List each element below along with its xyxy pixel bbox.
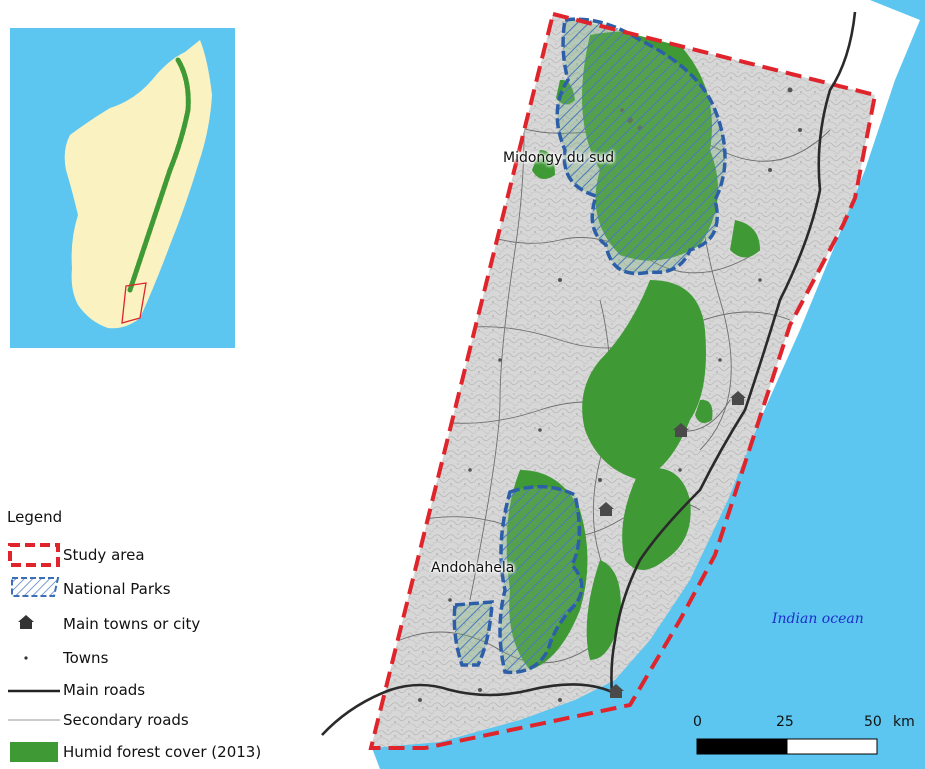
park-midongy [555, 17, 727, 276]
place-label-andohahela: Andohahela [431, 560, 515, 576]
scale-bar [696, 738, 878, 755]
inset-map [10, 28, 235, 348]
legend-item-secondary-roads: Secondary roads [63, 711, 189, 729]
legend-item-humid-forest: Humid forest cover (2013) [63, 743, 262, 761]
legend-humid-forest-symbol [10, 742, 58, 762]
legend-item-main-towns: Main towns or city [63, 615, 201, 633]
scale-tick-50: 50 [864, 714, 882, 730]
scale-tick-25: 25 [776, 714, 794, 730]
house-icon [730, 391, 746, 405]
ocean-label: Indian ocean [772, 611, 864, 627]
legend-national-parks-symbol [11, 577, 60, 597]
legend-item-study-area: Study area [63, 546, 145, 564]
main-roads [321, 11, 857, 736]
scale-tick-0: 0 [693, 714, 702, 730]
ocean [372, 0, 925, 769]
legend-symbols [8, 543, 60, 762]
madagascar-island [64, 40, 213, 329]
house-icon [673, 423, 689, 437]
legend-title: Legend [7, 508, 63, 526]
park-andohahela-west [452, 600, 494, 667]
legend-item-towns: Towns [63, 649, 109, 667]
house-icon [18, 615, 34, 629]
study-area-boundary [368, 11, 878, 750]
place-label-midongy: Midongy du sud [503, 150, 615, 166]
house-icon [598, 502, 614, 516]
legend-item-main-roads: Main roads [63, 681, 146, 699]
park-andohahela [498, 484, 584, 675]
national-parks [452, 17, 727, 675]
legend-item-national-parks: National Parks [63, 580, 171, 598]
scale-unit: km [893, 714, 915, 730]
house-icon [608, 684, 624, 698]
legend-study-area-symbol [8, 543, 60, 567]
main-towns [598, 391, 746, 698]
inset-study-area [121, 282, 147, 324]
legend-town-dot [24, 656, 28, 660]
